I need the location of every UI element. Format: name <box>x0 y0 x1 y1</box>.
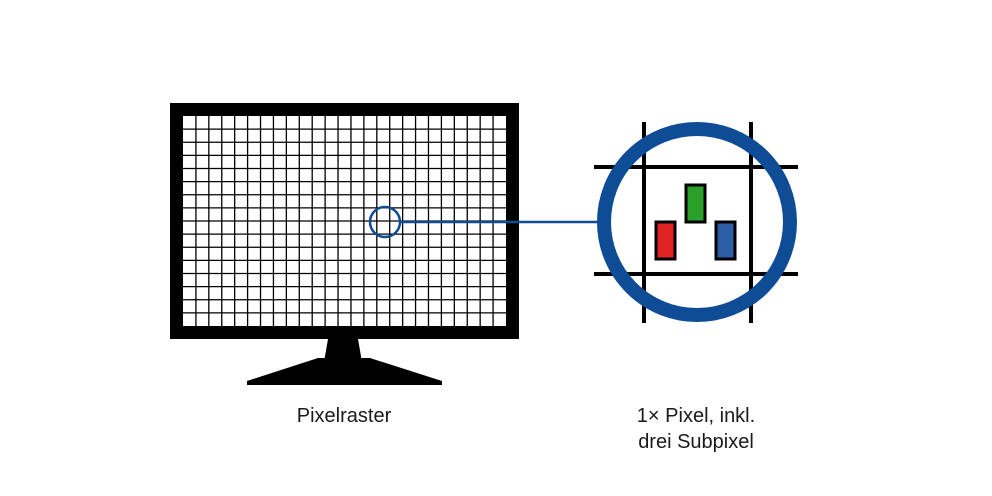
monitor-stand-base <box>247 358 442 385</box>
subpixel-green <box>684 183 707 224</box>
monitor-icon <box>170 103 519 385</box>
subpixel-red <box>654 220 677 261</box>
monitor-neck <box>324 339 362 362</box>
pixel-caption: 1× Pixel, inkl. drei Subpixel <box>586 403 806 455</box>
subpixel-blue <box>714 220 737 261</box>
pixel-caption-line2: drei Subpixel <box>638 431 754 453</box>
magnifier-ring <box>597 122 797 322</box>
magnifier-circle-icon <box>594 122 798 323</box>
pixel-caption-line1: 1× Pixel, inkl. <box>636 405 756 427</box>
monitor-caption: Pixelraster <box>296 405 392 427</box>
